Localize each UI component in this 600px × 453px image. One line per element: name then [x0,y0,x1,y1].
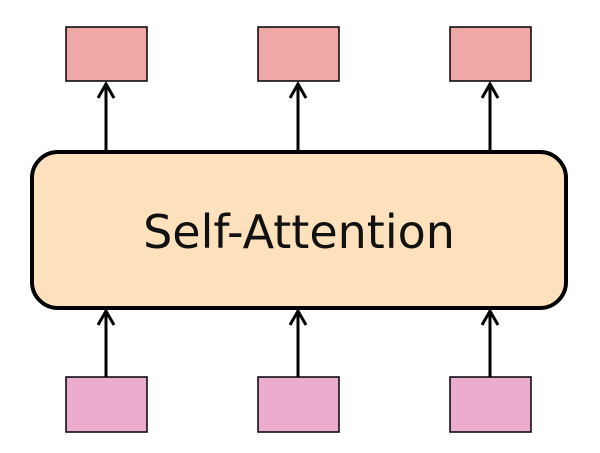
output-token-box-3 [449,26,532,82]
self-attention-label: Self-Attention [143,205,455,259]
output-token-box-2 [257,26,340,82]
input-arrow-1 [96,307,116,377]
self-attention-block [30,150,568,310]
input-token-box-3 [449,376,532,433]
output-arrow-1 [96,80,116,152]
output-token-box-1 [65,26,148,82]
input-arrow-3 [480,307,500,377]
output-arrow-2 [288,80,308,152]
input-token-box-1 [65,376,148,433]
input-token-box-2 [257,376,340,433]
input-arrow-2 [288,307,308,377]
output-arrow-3 [480,80,500,152]
